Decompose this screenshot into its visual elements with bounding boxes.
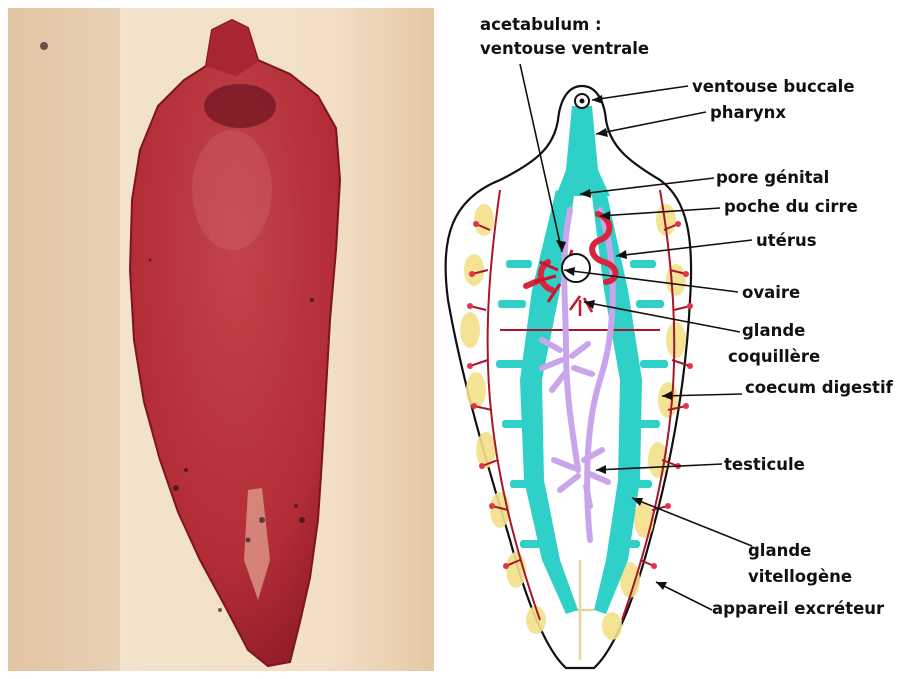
label-acetabulum-line1: acetabulum :	[480, 15, 602, 34]
label-genital-pore: pore génital	[716, 168, 829, 187]
label-vitelline-line1: glande	[748, 541, 811, 560]
label-pharynx: pharynx	[710, 103, 786, 122]
label-shell-gland-line2: coquillère	[728, 347, 820, 366]
specimen-dark-spot	[204, 84, 276, 128]
specimen-photo	[8, 8, 434, 671]
label-testis: testicule	[724, 455, 805, 474]
specimen-light-area	[192, 130, 272, 250]
label-vitelline-line2: vitellogène	[748, 567, 852, 586]
acetabulum	[562, 254, 590, 282]
label-uterus: utérus	[756, 231, 817, 250]
label-acetabulum-line2: ventouse ventrale	[480, 39, 649, 58]
label-excretory: appareil excréteur	[712, 599, 885, 618]
label-cirrus-pouch: poche du cirre	[724, 197, 858, 216]
label-ovary: ovaire	[742, 283, 800, 302]
label-oral-sucker: ventouse buccale	[692, 77, 855, 96]
label-caecum: coecum digestif	[745, 378, 894, 397]
oral-sucker-center	[580, 99, 585, 104]
photo-shadow-band	[8, 8, 120, 671]
fluke-diagram	[446, 86, 693, 668]
label-shell-gland-line1: glande	[742, 321, 805, 340]
